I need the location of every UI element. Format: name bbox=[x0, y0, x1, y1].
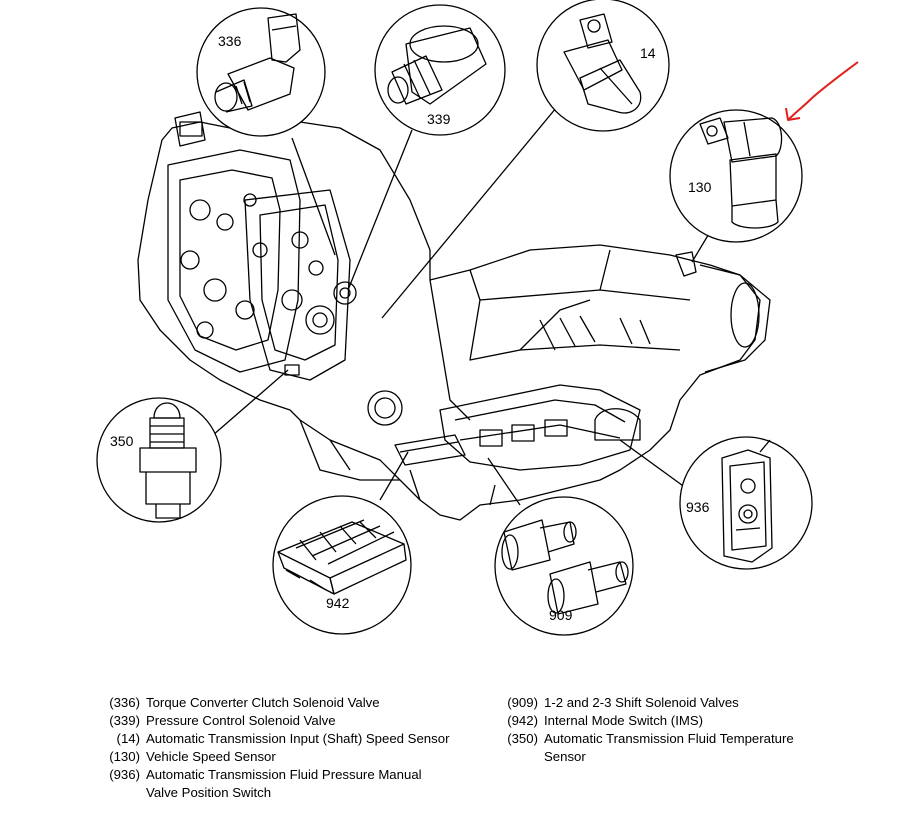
callout-909 bbox=[494, 496, 634, 636]
legend-code: (336) bbox=[109, 695, 140, 710]
callout-130 bbox=[669, 109, 803, 243]
legend-item: (936) Automatic Transmission Fluid Press… bbox=[96, 766, 456, 802]
callout-label-350: 350 bbox=[110, 433, 134, 449]
callout-label-909: 909 bbox=[549, 607, 573, 623]
legend-code: (909) bbox=[507, 695, 538, 710]
callout-14 bbox=[536, 0, 670, 132]
callout-label-339: 339 bbox=[427, 111, 451, 127]
legend-code: (942) bbox=[507, 713, 538, 728]
legend-code: (339) bbox=[109, 713, 140, 728]
transmission-body bbox=[137, 111, 771, 521]
legend-item: (909) 1-2 and 2-3 Shift Solenoid Valves bbox=[494, 694, 834, 712]
legend-item: (14) Automatic Transmission Input (Shaft… bbox=[96, 730, 456, 748]
callout-label-130: 130 bbox=[688, 179, 712, 195]
legend-item: (339) Pressure Control Solenoid Valve bbox=[96, 712, 456, 730]
callout-label-936: 936 bbox=[686, 499, 710, 515]
legend-code: (936) bbox=[109, 767, 140, 782]
legend-desc: Automatic Transmission Input (Shaft) Spe… bbox=[146, 731, 450, 746]
callout-label-14: 14 bbox=[640, 45, 656, 61]
legend-desc: Vehicle Speed Sensor bbox=[146, 749, 276, 764]
legend-code: (130) bbox=[109, 749, 140, 764]
callout-942 bbox=[272, 495, 412, 635]
legend-code: (350) bbox=[507, 731, 538, 746]
legend-desc: 1-2 and 2-3 Shift Solenoid Valves bbox=[544, 695, 739, 710]
legend-right: (909) 1-2 and 2-3 Shift Solenoid Valves … bbox=[494, 694, 834, 766]
transmission-diagram: 336 339 14 130 350 936 942 909 bbox=[96, 0, 859, 636]
legend-item: (130) Vehicle Speed Sensor bbox=[96, 748, 456, 766]
legend-left: (336) Torque Converter Clutch Solenoid V… bbox=[96, 694, 456, 802]
legend-item: (336) Torque Converter Clutch Solenoid V… bbox=[96, 694, 456, 712]
callout-936 bbox=[679, 436, 813, 570]
legend-desc: Pressure Control Solenoid Valve bbox=[146, 713, 336, 728]
legend-item: (942) Internal Mode Switch (IMS) bbox=[494, 712, 834, 730]
legend-desc: Automatic Transmission Fluid Temperature… bbox=[544, 731, 794, 764]
callout-339 bbox=[374, 4, 506, 136]
callout-350 bbox=[96, 397, 222, 523]
callout-label-336: 336 bbox=[218, 33, 242, 49]
legend-desc: Torque Converter Clutch Solenoid Valve bbox=[146, 695, 380, 710]
red-annotation-arrow bbox=[785, 61, 859, 121]
legend-code: (14) bbox=[116, 731, 140, 746]
legend-item: (350) Automatic Transmission Fluid Tempe… bbox=[494, 730, 834, 766]
callout-336 bbox=[196, 7, 326, 137]
legend-desc: Automatic Transmission Fluid Pressure Ma… bbox=[146, 767, 422, 800]
legend-desc: Internal Mode Switch (IMS) bbox=[544, 713, 704, 728]
callout-label-942: 942 bbox=[326, 595, 350, 611]
